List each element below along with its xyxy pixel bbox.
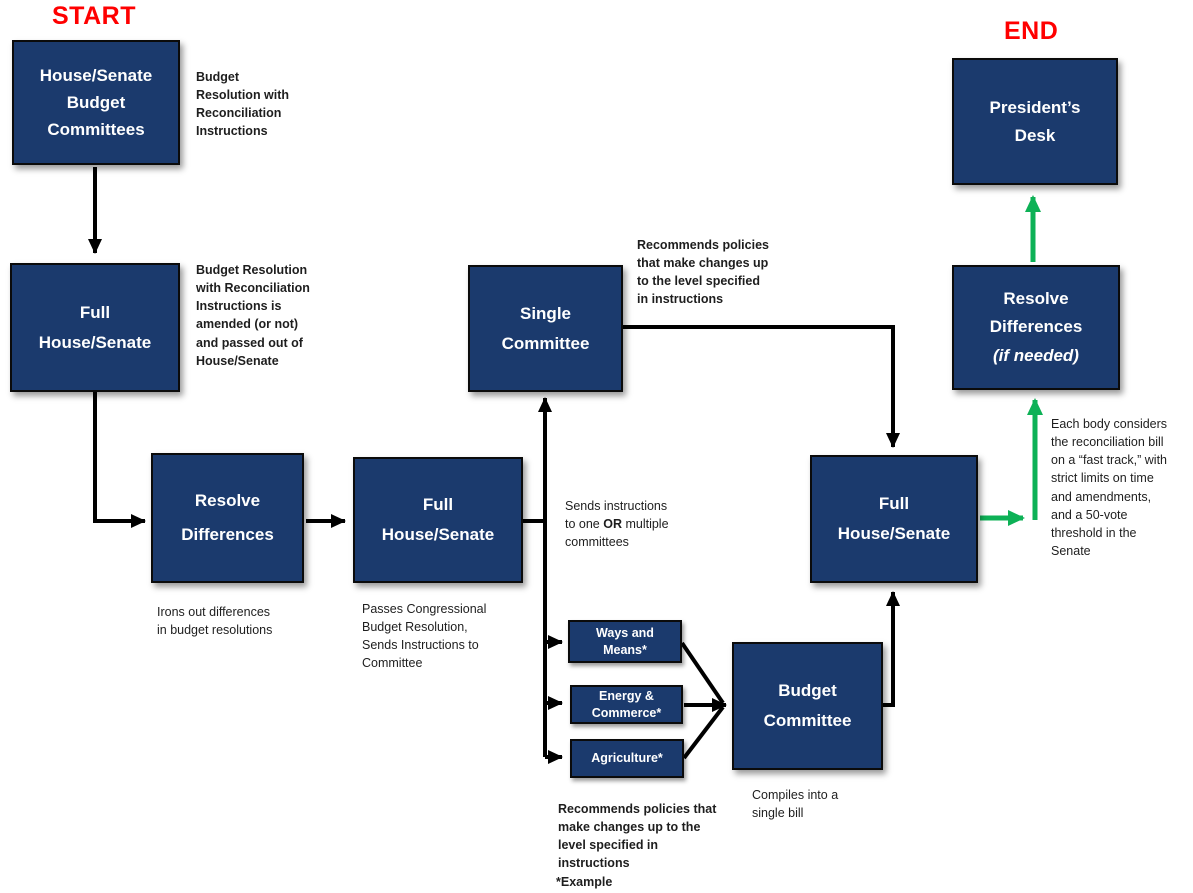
node-label: Resolve Differences (if needed) (990, 285, 1083, 369)
end-label: END (1004, 17, 1059, 45)
node-full-house-senate-3: Full House/Senate (810, 455, 978, 583)
node-label: Resolve Differences (181, 491, 274, 544)
arrow-budget-committee-to-full-house (883, 591, 900, 707)
node-label-main: Resolve Differences (989, 289, 1083, 337)
connector-agriculture-to-junction (682, 705, 725, 760)
node-label: Energy & Commerce* (591, 689, 662, 720)
note-amended: Budget Resolution with Reconciliation In… (196, 263, 310, 368)
note-sends-or: OR (603, 517, 622, 532)
node-presidents-desk: President’s Desk (952, 58, 1118, 185)
connector-ways-and-means-to-junction (680, 641, 725, 705)
node-label: Ways and Means* (596, 626, 654, 657)
note-sends-pre: Sends instructions to one (565, 499, 668, 532)
note-example: *Example (556, 875, 613, 889)
node-label: Agriculture* (591, 751, 663, 766)
node-label: Single Committee (501, 303, 590, 353)
node-label: Full House/Senate (38, 302, 152, 352)
note-sends-post: multiple committees (565, 517, 669, 550)
note-recommends-top: Recommends policies that make changes up… (637, 238, 769, 307)
node-full-house-senate-2: Full House/Senate (353, 457, 523, 583)
note-sends-instructions: Sends instructions to one OR multiple co… (565, 497, 715, 551)
note-budget-resolution: Budget Resolution with Reconciliation In… (196, 70, 290, 139)
node-label: Full House/Senate (837, 494, 951, 543)
node-label: Budget Committee (763, 681, 852, 730)
arrow-single-committee-to-full-house (623, 325, 900, 448)
node-ways-and-means: Ways and Means* (568, 620, 682, 663)
node-house-senate-budget-committees: House/Senate Budget Committees (12, 40, 180, 165)
note-irons-out: Irons out differences in budget resoluti… (157, 605, 273, 638)
node-energy-commerce: Energy & Commerce* (570, 685, 683, 724)
node-label: Full House/Senate (381, 495, 495, 544)
node-full-house-senate-1: Full House/Senate (10, 263, 180, 392)
note-recommends-bottom: Recommends policies that make changes up… (558, 802, 717, 871)
node-label: House/Senate Budget Committees (39, 65, 153, 140)
node-resolve-differences-1: Resolve Differences (151, 453, 304, 583)
node-agriculture: Agriculture* (570, 739, 684, 778)
node-label: President’s Desk (989, 98, 1081, 145)
note-fast-track: Each body considers the reconciliation b… (1051, 417, 1168, 558)
node-resolve-differences-2: Resolve Differences (if needed) (952, 265, 1120, 390)
arrow-full-house-to-resolve-differences (93, 392, 146, 528)
note-passes: Passes Congressional Budget Resolution, … (362, 602, 487, 671)
node-budget-committee: Budget Committee (732, 642, 883, 770)
node-single-committee: Single Committee (468, 265, 623, 392)
start-label: START (52, 2, 136, 30)
node-label-if-needed: (if needed) (993, 345, 1079, 365)
note-compiles: Compiles into a single bill (752, 788, 839, 821)
